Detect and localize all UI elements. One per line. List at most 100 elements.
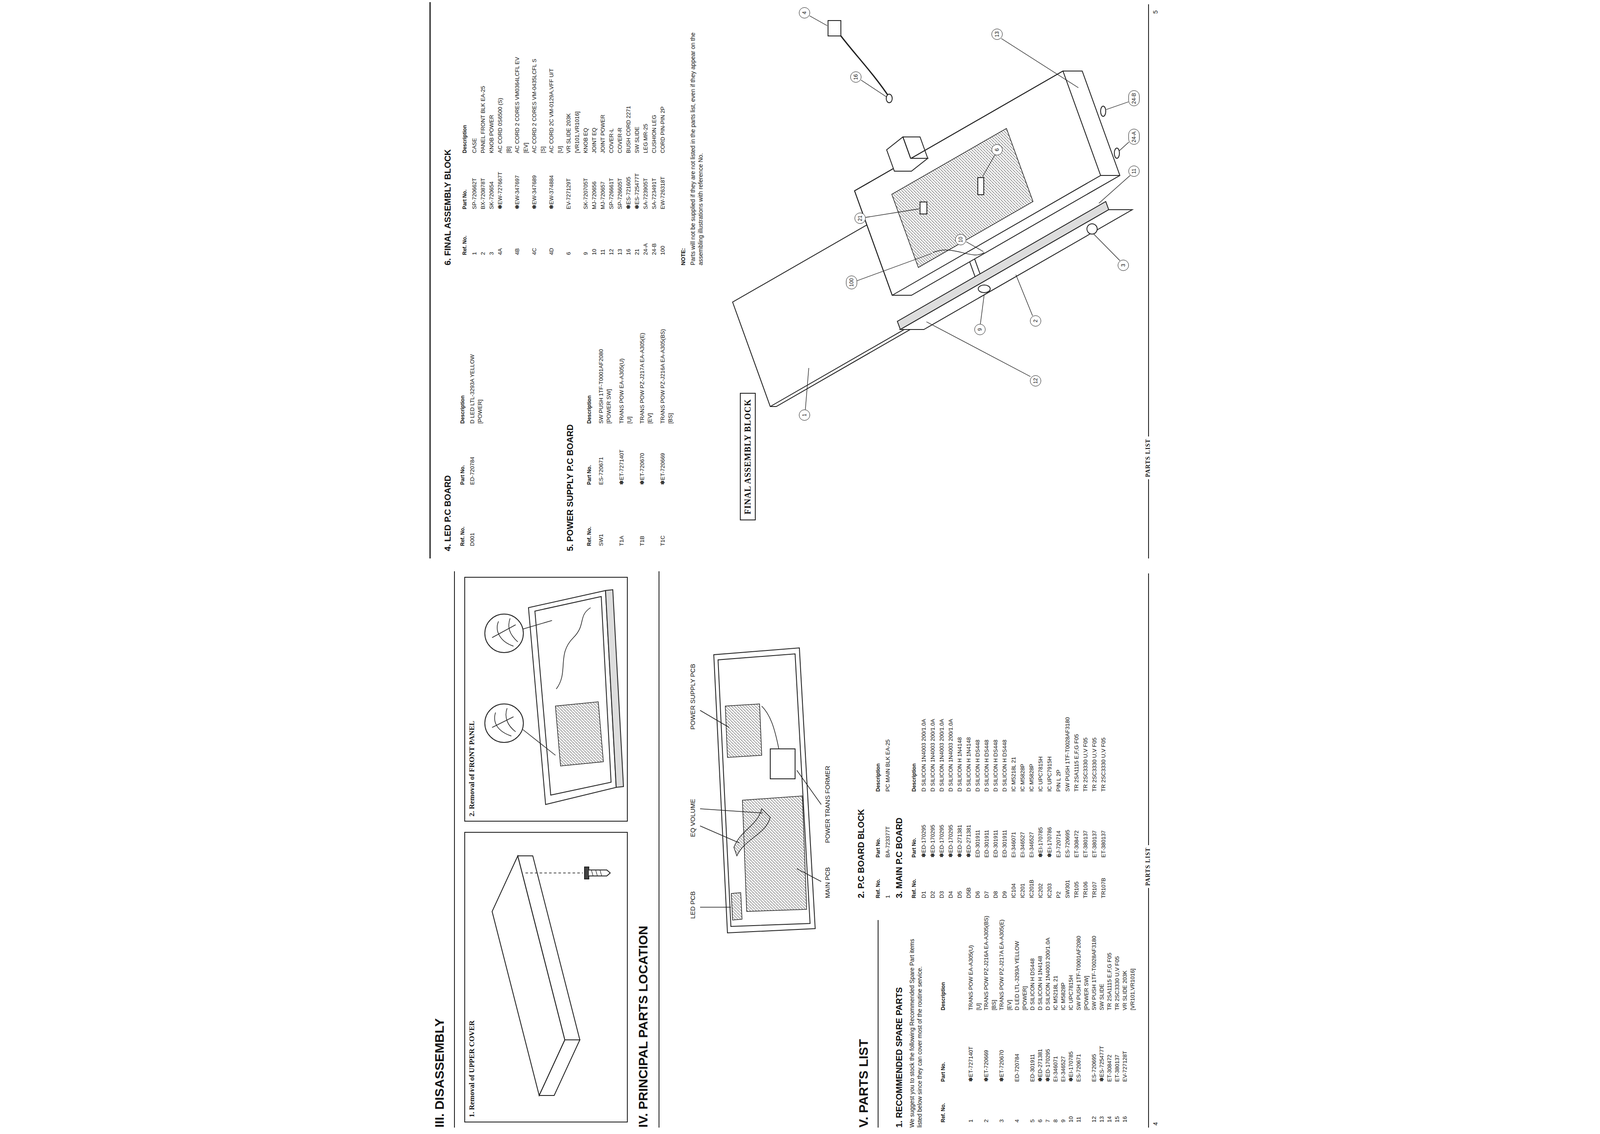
table-cell: IC UPC7815H [1037,756,1045,792]
table-cell: TRANS POW EA-A305(U) [618,358,626,424]
table-cell: SW PUSH 1TF-T0001AF2080 [598,349,605,424]
table-cell: ET-380137 [1091,830,1099,858]
table-cell: [BS] [991,999,998,1011]
leader-line [1106,101,1129,110]
table-cell: ET-380137 [1082,830,1090,858]
table-cell: D SILICON H DS448 [1029,958,1036,1011]
table-cell: D8 [992,890,1000,899]
ac-cord [839,34,891,99]
table-cell: 7 [1044,1119,1052,1123]
table-cell: [EV] [647,412,654,424]
table-cell: PANEL FRONT BLK EA-25 [480,86,487,154]
table-cell: 4C [531,247,538,256]
table-cell: TR107B [1100,877,1108,899]
table-cell: ✽EW-347697 [514,175,521,210]
table-cell: CORD PIN-PIN 2P [659,106,667,154]
transformer-edge [902,136,928,159]
table-header: Ref. No. [460,526,467,547]
table-cell: IC202 [1037,883,1045,899]
table-cell: ES-720671 [1075,1053,1083,1082]
power-transformer [770,748,796,779]
table-cell: BUSH CORD 2271 [625,105,633,154]
table-cell: ✽ET-727140T [618,449,626,485]
slide-vr [977,177,984,195]
table-cell: 9 [582,252,590,256]
callout-number: 21 [854,212,866,224]
table-cell: ✽EW-347689 [531,175,538,210]
table-cell: SA-723491T [651,178,658,210]
detail-inset [484,703,524,743]
table-header: Description [875,763,882,792]
table-cell: ✽ED-170295 [947,824,955,858]
table-cell: SP-720662T [471,178,478,210]
table-cell: 11 [599,249,607,256]
section-heading: V. PARTS LIST [856,1038,872,1128]
table-cell: [VR101,VR1016] [574,111,581,154]
table-cell: AC CORD 2 CORES VM0364LCFL EV [514,56,521,154]
table-header: Description [586,395,593,424]
table-cell: ✽ET-720669 [983,1049,990,1082]
table-header: Ref. No. [462,235,469,256]
main-pcb [891,128,1034,268]
callout-text: 10 [957,236,964,243]
table-cell: D3 [938,890,946,899]
front-panel-top [897,201,1109,330]
table-cell: AC CORD 0S6500 (S) [497,97,504,154]
callout-number: 9 [974,323,986,336]
chassis-rim [854,71,1101,296]
table-cell: ED-720784 [469,456,476,485]
table-cell: 10 [591,249,598,256]
footer-text: PARTS LIST [1144,845,1152,888]
part-label: LED PCB [688,891,697,919]
table-cell: KNOB EQ [582,127,590,154]
unit-rim [718,653,811,927]
table-cell: 4D [548,247,556,256]
table-cell: ✽ES-721605 [625,176,633,210]
callout-number: 4 [798,7,811,19]
table-cell: EI-346527 [1060,1056,1067,1082]
table-cell: IC M5828P [1019,763,1027,792]
callout-text: 16 [852,74,859,80]
table-header: Part No. [462,189,469,210]
callout-text: 11 [1130,168,1137,174]
power-supply-pcb [725,703,762,758]
table-cell: [U] [557,145,564,154]
table-header: Part No. [875,837,882,858]
front-panel [605,589,624,788]
table-cell: [BS] [667,412,674,424]
table-cell: 13 [617,249,624,256]
paragraph: Parts will not be supplied if they are n… [688,10,705,266]
table-cell: 2 [480,252,487,256]
node-text: 2. Removal of FRONT PANEL [465,716,479,821]
table-cell: [S] [540,146,547,154]
case-side [517,855,580,1040]
table-cell: TR 2SA1115 E,F,G F05 [1073,733,1081,792]
callout-number: 12 [1030,375,1042,387]
callout-number: 3 [1117,259,1129,271]
leader-line [982,154,995,177]
table-cell: IC M5218L 21 [1010,756,1018,792]
table-cell: D SILICON 1N4003 200/1.0A [929,718,937,792]
chassis-edge [1100,175,1120,176]
table-cell: ED-301911 [992,829,1000,858]
callout-text: 21 [857,215,864,221]
table-cell: 6 [565,252,573,256]
leader-line [1015,274,1033,316]
table-cell: IC UPC7915H [1046,756,1054,792]
table-cell: 11 [1075,1116,1083,1123]
table-header: Ref. No. [586,526,593,547]
table-cell: COVER-L [608,128,615,154]
table-cell: 9 [1060,1119,1067,1123]
table-cell: P2 [1055,891,1063,899]
leader-line [865,208,920,218]
pcb [555,701,604,766]
table-cell: 4B [514,248,521,256]
table-cell: SW PUSH 1TF-T0028AF3180 [1091,935,1098,1011]
table-cell: ✽EW-727667T [497,172,504,210]
table-cell: EJ-720714 [1055,830,1063,858]
table-cell: 15 [1114,1116,1121,1123]
table-cell: 24-A [642,243,650,256]
table-cell: 5 [1029,1119,1036,1123]
